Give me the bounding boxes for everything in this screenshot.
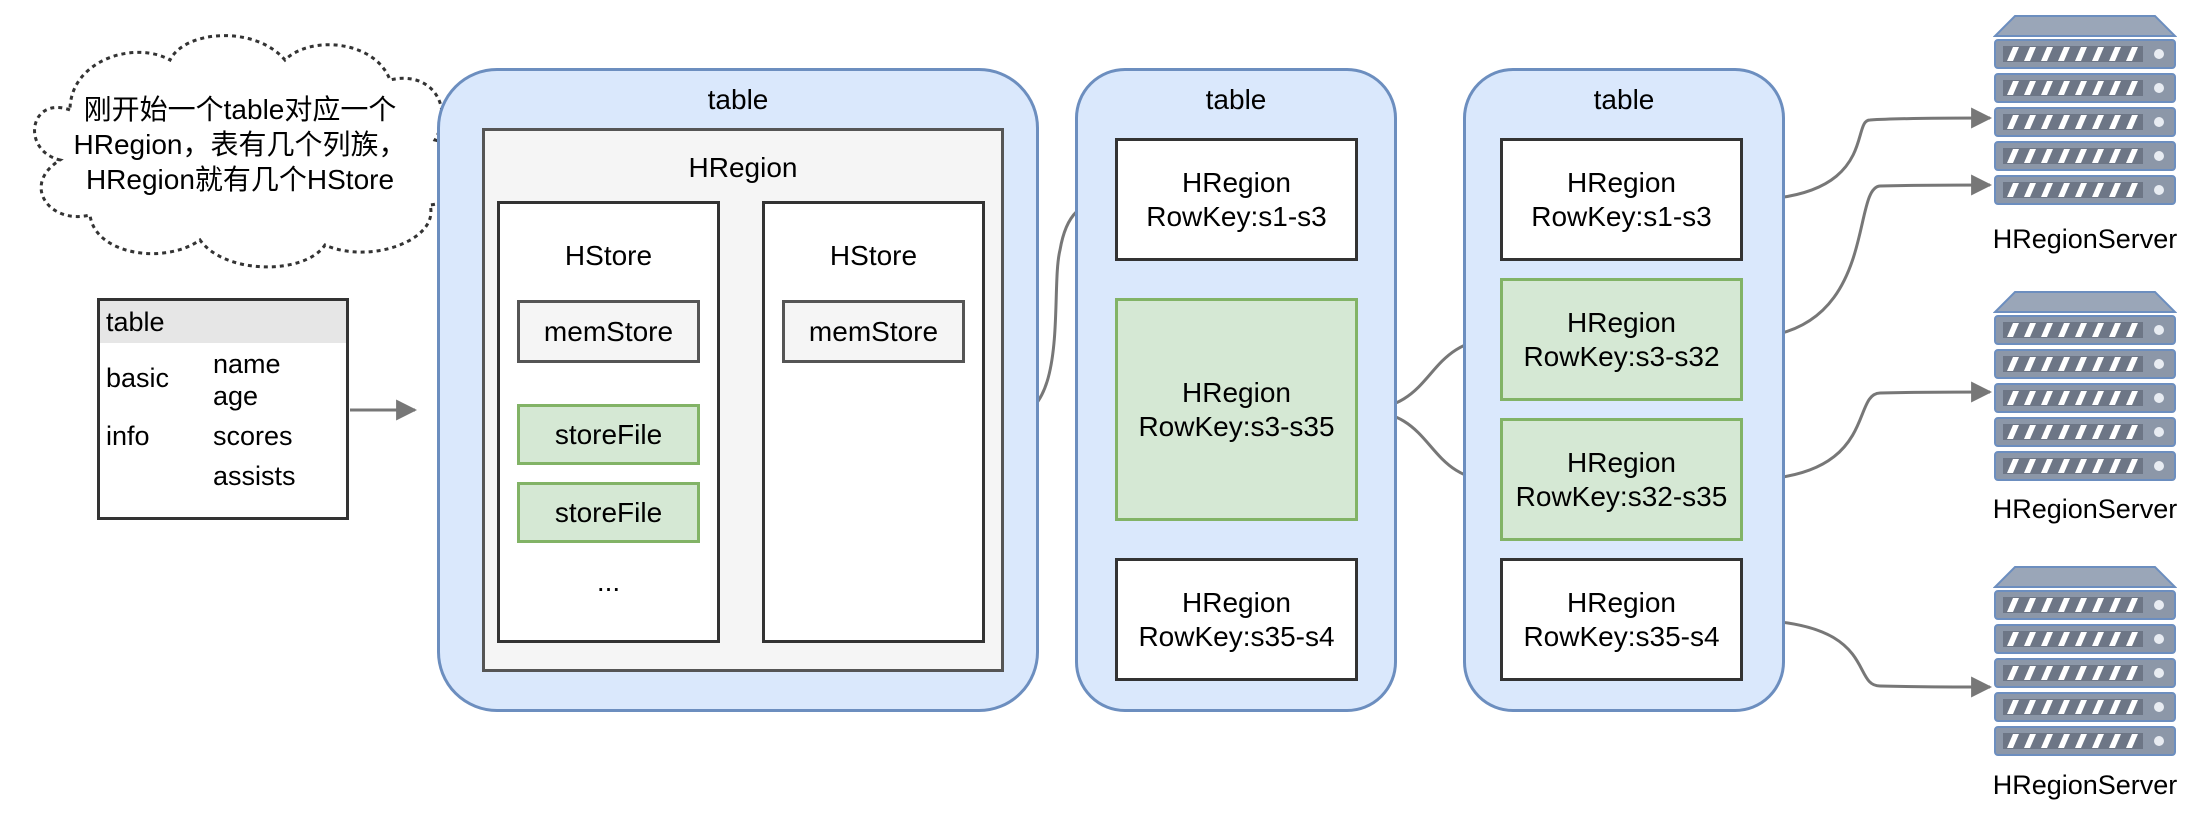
table2-title: table bbox=[1205, 84, 1267, 115]
hregion-box: HRegion RowKey:s3-s32 bbox=[1500, 278, 1743, 401]
hregion-name: HRegion bbox=[1567, 306, 1676, 338]
hregion-box: HRegion RowKey:s1-s3 bbox=[1500, 138, 1743, 261]
hregion-rowkey: RowKey:s32-s35 bbox=[1515, 480, 1728, 512]
schema-column: assists bbox=[213, 461, 296, 491]
cloud-note-line: HRegion，表有几个列族， bbox=[73, 129, 407, 160]
hregion-title: HRegion bbox=[688, 152, 798, 183]
cloud-note-line: 刚开始一个table对应一个 bbox=[83, 94, 397, 125]
hregion-name: HRegion bbox=[1567, 166, 1676, 198]
storefile-ellipsis: ... bbox=[596, 566, 621, 597]
server-label: HRegionServer bbox=[1992, 224, 2178, 254]
arrow-to-server-1b bbox=[1742, 174, 1993, 340]
schema-family: basic bbox=[106, 363, 170, 393]
arrow-to-server-3 bbox=[1742, 618, 1993, 698]
hregion-rowkey: RowKey:s35-s4 bbox=[1523, 620, 1720, 652]
schema-table: table basic name age info scores assists bbox=[97, 298, 349, 520]
hregion-rowkey: RowKey:s3-s32 bbox=[1523, 340, 1720, 372]
storefile-box: storeFile bbox=[517, 404, 700, 465]
cloud-note-line: HRegion就有几个HStore bbox=[85, 164, 395, 195]
server-label: HRegionServer bbox=[1992, 494, 2178, 524]
hregion-name: HRegion bbox=[1567, 446, 1676, 478]
schema-table-title: table bbox=[106, 307, 165, 337]
schema-family: info bbox=[106, 421, 150, 451]
arrow-to-server-1a bbox=[1742, 107, 1993, 202]
schema-column: scores bbox=[213, 421, 293, 451]
hregion-box: HRegion RowKey:s1-s3 bbox=[1115, 138, 1358, 261]
table1-title: table bbox=[707, 84, 769, 115]
cloud-shape bbox=[33, 34, 466, 269]
table3-title: table bbox=[1593, 84, 1655, 115]
memstore-box: memStore bbox=[517, 300, 700, 363]
arrow-to-server-2 bbox=[1742, 381, 1993, 482]
hregion-box: HRegion RowKey:s3-s35 bbox=[1115, 298, 1358, 521]
server-icon bbox=[1992, 565, 2178, 765]
schema-table-header: table bbox=[100, 301, 346, 343]
hregion-name: HRegion bbox=[1182, 166, 1291, 198]
server-icon bbox=[1992, 290, 2178, 490]
server-icon bbox=[1992, 14, 2178, 214]
hregion-box: HRegion RowKey:s32-s35 bbox=[1500, 418, 1743, 541]
hregion-name: HRegion bbox=[1182, 586, 1291, 618]
hregion-rowkey: RowKey:s35-s4 bbox=[1138, 620, 1335, 652]
storefile-box: storeFile bbox=[517, 482, 700, 543]
hregion-rowkey: RowKey:s3-s35 bbox=[1138, 410, 1335, 442]
hregion-name: HRegion bbox=[1567, 586, 1676, 618]
cloud-note: 刚开始一个table对应一个 HRegion，表有几个列族， HRegion就有… bbox=[40, 92, 440, 197]
hstore-title: HStore bbox=[564, 240, 653, 271]
memstore-box: memStore bbox=[782, 300, 965, 363]
hregion-name: HRegion bbox=[1182, 376, 1291, 408]
hstore-box bbox=[762, 201, 985, 643]
hregion-rowkey: RowKey:s1-s3 bbox=[1146, 200, 1327, 232]
server-label: HRegionServer bbox=[1992, 770, 2178, 800]
hregion-box: HRegion RowKey:s35-s4 bbox=[1115, 558, 1358, 681]
schema-column: age bbox=[213, 381, 259, 411]
schema-column: name bbox=[213, 349, 281, 379]
hregion-box: HRegion RowKey:s35-s4 bbox=[1500, 558, 1743, 681]
hregion-rowkey: RowKey:s1-s3 bbox=[1531, 200, 1712, 232]
hstore-title: HStore bbox=[829, 240, 918, 271]
